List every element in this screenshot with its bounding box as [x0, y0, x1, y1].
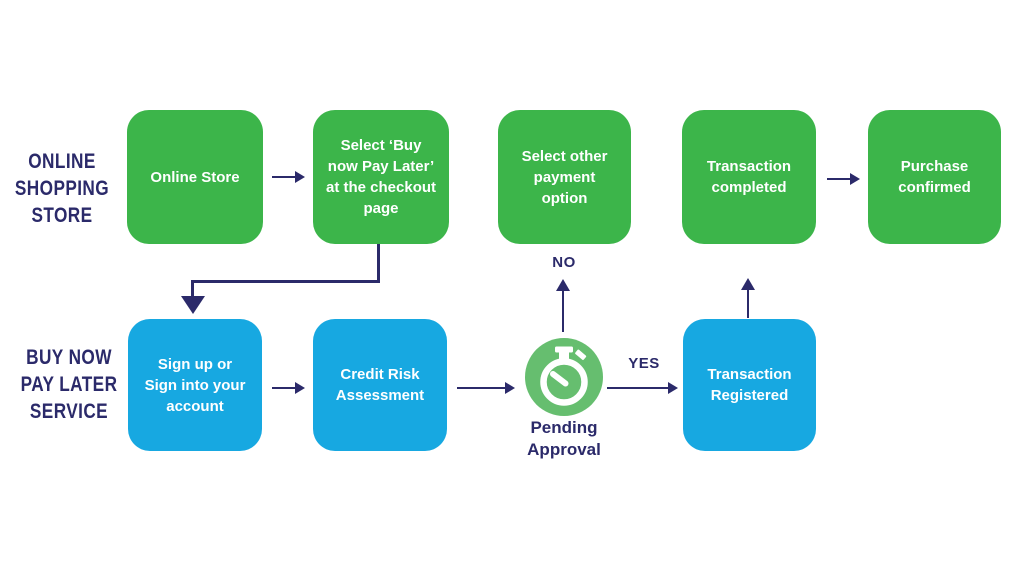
elbow-select-bnpl-to-sign-up-horizontal: [191, 280, 380, 283]
arrow-credit-risk-to-pending-approval-head: [505, 382, 515, 394]
arrow-yes-pending-approval-to-transaction-registered-stem: [607, 387, 668, 389]
arrow-yes-pending-approval-to-transaction-registered-head: [668, 382, 678, 394]
lane-label-online-shopping-store: ONLINE SHOPPING STORE: [14, 150, 110, 227]
arrow-no-pending-approval-to-select-other-head: [556, 279, 570, 291]
node-select-other-payment: Select other payment option: [498, 110, 631, 244]
arrow-transaction-registered-to-transaction-completed-head: [741, 278, 755, 290]
node-pending-approval-circle: [525, 338, 603, 416]
node-purchase-confirmed: Purchase confirmed: [868, 110, 1001, 244]
node-select-bnpl-checkout: Select ‘Buy now Pay Later’ at the checko…: [313, 110, 449, 244]
node-credit-risk-assessment: Credit Risk Assessment: [313, 319, 447, 451]
elbow-select-bnpl-to-sign-up-vertical1: [377, 244, 380, 283]
arrow-sign-up-to-credit-risk-head: [295, 382, 305, 394]
lane-label-buy-now-pay-later-service: BUY NOW PAY LATER SERVICE: [20, 346, 118, 423]
edge-label-yes: YES: [628, 355, 660, 372]
arrow-credit-risk-to-pending-approval-stem: [457, 387, 505, 389]
arrow-transaction-completed-to-purchase-confirmed-head: [850, 173, 860, 185]
arrow-transaction-completed-to-purchase-confirmed-stem: [827, 178, 850, 180]
node-transaction-completed: Transaction completed: [682, 110, 816, 244]
arrow-sign-up-to-credit-risk-stem: [272, 387, 295, 389]
elbow-select-bnpl-to-sign-up-vertical2: [191, 280, 194, 297]
label-pending-approval: Pending Approval: [527, 418, 601, 459]
elbow-select-bnpl-to-sign-up-head: [181, 296, 205, 314]
node-transaction-registered: Transaction Registered: [683, 319, 816, 451]
arrow-online-store-to-select-bnpl-head: [295, 171, 305, 183]
arrow-transaction-registered-to-transaction-completed-stem: [747, 290, 749, 318]
stopwatch-icon: [540, 346, 588, 406]
edge-label-no: NO: [552, 254, 576, 271]
node-online-store: Online Store: [127, 110, 263, 244]
arrow-online-store-to-select-bnpl-stem: [272, 176, 295, 178]
arrow-no-pending-approval-to-select-other-stem: [562, 291, 564, 332]
node-sign-up-or-sign-in: Sign up or Sign into your account: [128, 319, 262, 451]
